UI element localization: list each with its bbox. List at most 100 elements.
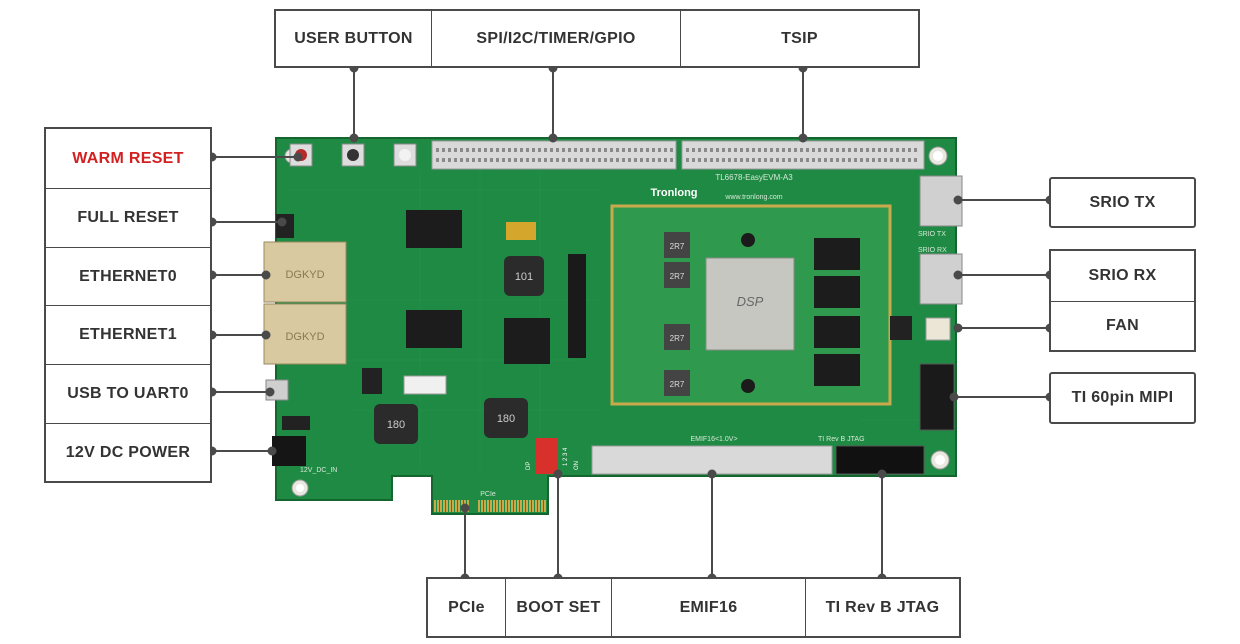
- label-srio-rx: SRIO RX: [1049, 249, 1196, 302]
- label-warm-reset: WARM RESET: [44, 127, 212, 189]
- label-usb-to-uart0: USB TO UART0: [44, 364, 212, 424]
- user-buttons: [289, 143, 417, 167]
- rj45-eth1-label: DGKYD: [285, 331, 324, 343]
- som-inductor-label-2: 2R7: [670, 272, 685, 281]
- header-pin: [806, 148, 809, 152]
- phy-chips: [362, 210, 550, 395]
- pcie-silk: PCIe: [480, 491, 496, 498]
- gold-finger: [502, 500, 504, 512]
- header-pin: [704, 148, 707, 152]
- gold-finger: [544, 500, 546, 512]
- header-pin: [710, 148, 713, 152]
- header-pin: [658, 158, 661, 162]
- header-pin: [722, 158, 725, 162]
- dsp-chip: [705, 257, 795, 351]
- gold-finger: [493, 500, 495, 512]
- header-pin: [448, 148, 451, 152]
- header-pin: [670, 148, 673, 152]
- header-pin: [734, 158, 737, 162]
- header-pin: [728, 148, 731, 152]
- header-pin: [544, 158, 547, 162]
- header-pin: [758, 158, 761, 162]
- srio-rx-silk: SRIO RX: [918, 247, 947, 254]
- gold-finger: [458, 500, 460, 512]
- header-pin: [532, 158, 535, 162]
- header-pin: [622, 158, 625, 162]
- header-pin: [520, 158, 523, 162]
- header-pin: [478, 158, 481, 162]
- label-ti-60pin-mipi: TI 60pin MIPI: [1049, 372, 1196, 424]
- gold-finger: [455, 500, 457, 512]
- srio-rx-port: [919, 253, 963, 305]
- rj45-eth0-label: DGKYD: [285, 269, 324, 281]
- header-pin: [484, 148, 487, 152]
- header-pin: [652, 148, 655, 152]
- header-pin: [664, 158, 667, 162]
- header-pin: [604, 158, 607, 162]
- header-pin: [556, 148, 559, 152]
- som-inductors: 2R7 2R7 2R7 2R7: [664, 232, 755, 396]
- site-silk: www.tronlong.com: [724, 194, 782, 201]
- spi-header: [431, 140, 677, 170]
- gold-finger: [484, 500, 486, 512]
- ddr-chips: [814, 238, 860, 386]
- header-pin: [670, 158, 673, 162]
- vertical-header: [568, 254, 586, 358]
- header-pin: [646, 158, 649, 162]
- header-pin: [604, 148, 607, 152]
- header-pin: [490, 158, 493, 162]
- header-pin: [556, 158, 559, 162]
- header-pin: [746, 148, 749, 152]
- header-pin: [686, 158, 689, 162]
- gold-finger: [487, 500, 489, 512]
- header-pin: [752, 148, 755, 152]
- label-full-reset: FULL RESET: [44, 188, 212, 248]
- label-12v-dc-power: 12V DC POWER: [44, 423, 212, 483]
- gold-finger: [481, 500, 483, 512]
- gold-finger: [449, 500, 451, 512]
- header-pin: [586, 158, 589, 162]
- header-pin: [646, 148, 649, 152]
- header-pin: [442, 158, 445, 162]
- model-silk: TL6678-EasyEVM-A3: [715, 173, 793, 182]
- header-pin: [860, 148, 863, 152]
- header-pin: [622, 148, 625, 152]
- header-pin: [854, 148, 857, 152]
- header-pin: [686, 148, 689, 152]
- gold-finger: [538, 500, 540, 512]
- header-pin: [658, 148, 661, 152]
- header-pin: [878, 148, 881, 152]
- header-pin: [788, 158, 791, 162]
- header-pin: [574, 158, 577, 162]
- header-pin: [854, 158, 857, 162]
- gold-finger: [523, 500, 525, 512]
- dsp-marking: DSP: [737, 294, 764, 309]
- header-pin: [634, 148, 637, 152]
- header-pin: [472, 158, 475, 162]
- header-pin: [782, 158, 785, 162]
- header-pin: [508, 148, 511, 152]
- header-pin: [884, 158, 887, 162]
- header-pin: [752, 158, 755, 162]
- header-pin: [776, 158, 779, 162]
- header-pin: [460, 158, 463, 162]
- header-pin: [728, 158, 731, 162]
- header-pin: [664, 148, 667, 152]
- label-pcie: PCIe: [426, 577, 506, 638]
- header-pin: [520, 148, 523, 152]
- rj45-eth0: [263, 241, 347, 303]
- header-pin: [514, 148, 517, 152]
- header-pin: [848, 148, 851, 152]
- label-ti-rev-b-jtag: TI Rev B JTAG: [805, 577, 961, 638]
- gold-finger: [440, 500, 442, 512]
- som-inductor-label-4: 2R7: [670, 380, 685, 389]
- header-pin: [890, 148, 893, 152]
- header-pin: [514, 158, 517, 162]
- fan-driver-chip: [890, 316, 912, 340]
- fan-connector: [925, 317, 951, 341]
- header-pin: [580, 148, 583, 152]
- header-pin: [824, 148, 827, 152]
- header-pin: [794, 158, 797, 162]
- header-pin: [574, 148, 577, 152]
